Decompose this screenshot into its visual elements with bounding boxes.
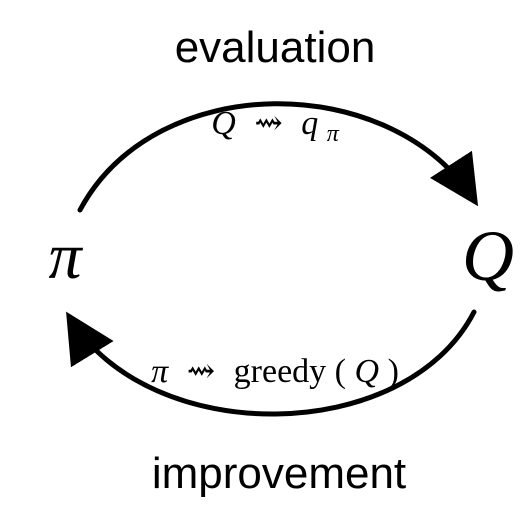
improvement-eq-arg: Q xyxy=(355,353,380,390)
evaluation-equation: Q ⇝ q π xyxy=(211,105,340,147)
evaluation-eq-lhs: Q xyxy=(211,105,236,142)
evaluation-eq-sub: π xyxy=(327,121,340,147)
improvement-eq-func: greedy xyxy=(234,353,327,390)
evaluation-arrow xyxy=(77,101,479,213)
improvement-eq-arrow: ⇝ xyxy=(187,353,216,390)
improvement-label: improvement xyxy=(152,449,406,498)
policy-node: π xyxy=(48,220,83,293)
evaluation-eq-arrow: ⇝ xyxy=(254,105,283,142)
improvement-equation: π ⇝ greedy ( Q ) xyxy=(151,353,399,390)
improvement-eq-lhs: π xyxy=(151,353,169,390)
improvement-eq-close: ) xyxy=(388,353,399,390)
improvement-arrow xyxy=(66,309,477,417)
evaluation-label: evaluation xyxy=(175,23,376,72)
improvement-eq-open: ( xyxy=(335,353,346,390)
value-node: Q xyxy=(462,216,514,296)
evaluation-eq-rhs: q xyxy=(301,105,318,142)
